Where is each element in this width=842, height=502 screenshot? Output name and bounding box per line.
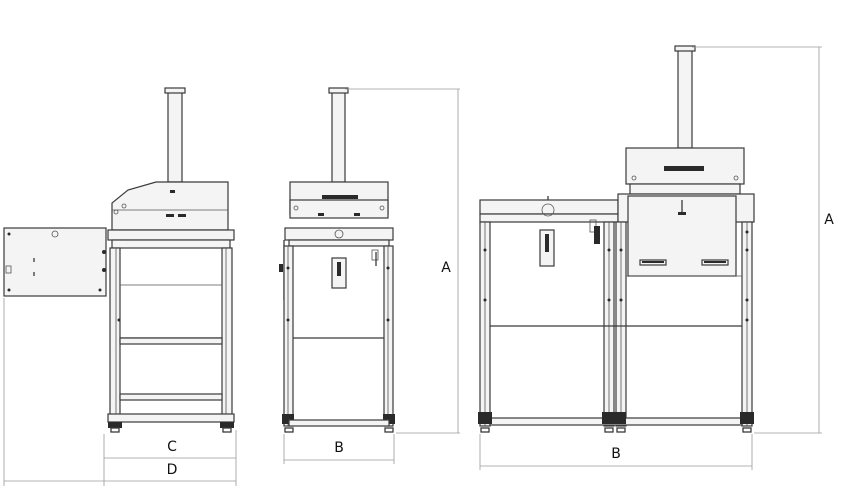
side-upper-housing bbox=[111, 181, 229, 231]
dimension-c-label: C bbox=[167, 439, 177, 455]
extended-view-machine bbox=[478, 45, 755, 433]
dimension-a-middle-label: A bbox=[441, 260, 451, 276]
dimension-b-middle: B bbox=[283, 434, 395, 464]
extended-exhaust-pipe bbox=[677, 47, 693, 149]
side-view-machine bbox=[3, 87, 235, 433]
extended-upper-housing bbox=[625, 147, 745, 185]
dimension-b-right: B bbox=[479, 434, 753, 470]
dimension-a-right-label: A bbox=[824, 212, 834, 228]
front-view-machine bbox=[279, 87, 395, 433]
dimension-c: C bbox=[103, 430, 237, 486]
dimension-d-label: D bbox=[167, 462, 178, 478]
dimension-a-middle: A bbox=[345, 88, 460, 434]
side-door-panel bbox=[3, 227, 107, 297]
dimension-a-right: A bbox=[692, 46, 834, 434]
front-exhaust-pipe bbox=[331, 89, 346, 183]
dimension-b-middle-label: B bbox=[334, 440, 344, 456]
dimension-b-right-label: B bbox=[611, 446, 621, 462]
dimension-d: D bbox=[3, 298, 236, 486]
side-exhaust-pipe bbox=[167, 89, 183, 183]
